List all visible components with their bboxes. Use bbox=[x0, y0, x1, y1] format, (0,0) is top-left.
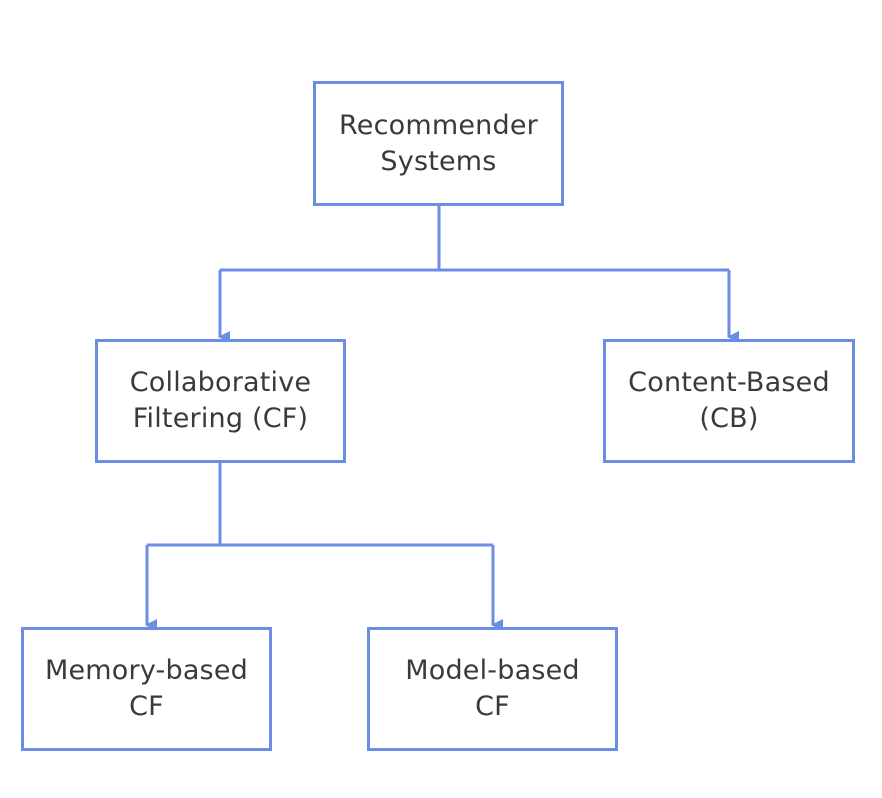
node-label-line1: Memory-based bbox=[45, 655, 248, 686]
node-content-based: Content-Based (CB) bbox=[603, 339, 855, 463]
node-label-line2: CF bbox=[129, 691, 164, 722]
node-collaborative-filtering: Collaborative Filtering (CF) bbox=[95, 339, 346, 463]
node-label-line1: Model-based bbox=[405, 655, 580, 686]
node-memory-based-cf: Memory-based CF bbox=[21, 627, 272, 751]
node-label-line1: Content-Based bbox=[628, 367, 830, 398]
node-label-line2: CF bbox=[475, 691, 510, 722]
node-label-line1: Recommender bbox=[339, 109, 538, 141]
node-recommender-systems: Recommender Systems bbox=[313, 81, 564, 206]
node-label-line1: Collaborative bbox=[129, 367, 312, 398]
node-model-based-cf: Model-based CF bbox=[367, 627, 618, 751]
node-label-line2: (CB) bbox=[699, 403, 759, 434]
node-label-line2: Systems bbox=[380, 145, 497, 177]
node-label-line2: Filtering (CF) bbox=[132, 403, 309, 434]
